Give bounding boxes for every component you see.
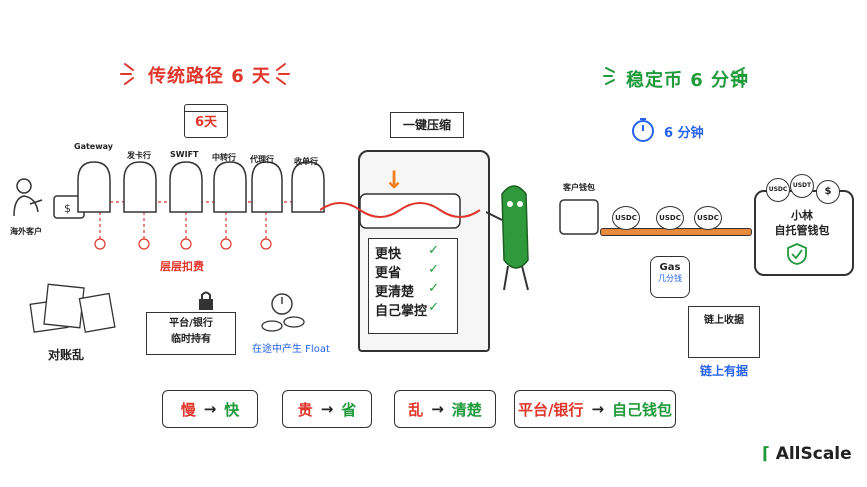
compression-rollers [320,193,481,229]
timer-label: 6 分钟 [664,126,704,141]
pill-messy-clear: 乱→清楚 [394,390,496,428]
node-intermediary-bank: 中转行 [212,153,236,162]
stopwatch-icon [632,118,654,142]
payment-path [77,161,325,250]
pickle-character [486,185,529,291]
down-arrow-icon: ↓ [384,166,405,194]
usdc-coin-1: USDC [612,206,640,230]
node-issuing-bank: 发卡行 [127,151,151,160]
benefit-clearer: 更清楚✓ [375,281,439,300]
svg-text:$: $ [64,202,71,215]
shield-check-icon [787,243,807,265]
receipt-label: 链上收据 [704,315,744,326]
fees-label: 层层扣费 [160,260,204,273]
wallet-coin-dollar: $ [816,180,840,204]
customer-label: 海外客户 [10,227,42,236]
usdc-coin-3: USDC [694,206,722,230]
brand-name: AllScale [775,444,852,464]
custody-type: 自托管钱包 [774,224,830,237]
benefit-cheaper: 更省✓ [375,262,439,281]
float-label: 在途中产生 Float [252,344,330,355]
stablecoin-title: 稳定币 6 分钟 [626,70,750,91]
onchain-receipt: 链上收据 [688,306,760,358]
onchain-proof-label: 链上有据 [700,364,749,378]
messy-papers-icon [29,283,116,333]
custody-name: 小林 [791,209,813,222]
platform-hold-box: 平台/银行 临时持有 [146,312,236,355]
title-sparks [120,63,290,85]
usdc-coin-2: USDC [656,206,684,230]
traditional-title: 传统路径 6 天 [148,66,272,87]
client-wallet-label: 客户钱包 [563,183,595,192]
hold-label-2: 临时持有 [171,334,211,345]
node-swift: SWIFT [170,150,199,159]
client-wallet-icon [559,199,599,235]
calendar-label: 6天 [194,115,218,130]
benefits-panel: 更快✓ 更省✓ 更清楚✓ 自己掌控✓ [368,238,458,334]
pill-expensive-cheap: 贵→省 [282,390,372,428]
gas-tag: Gas 几分钱 [650,256,690,298]
benefit-control: 自己掌控✓ [375,300,439,319]
wallet-coin-usdc: USDC [766,178,790,202]
gas-sub-label: 几分钱 [658,274,682,283]
stablecoin-title-sparks [603,67,747,85]
calendar-icon: 6天 [184,104,228,138]
gas-label: Gas [659,262,681,273]
wallet-coin-usdt: USDT [790,174,814,198]
brand-logo: ⌈ AllScale [762,444,852,464]
float-clock-icon [261,293,305,332]
reconcile-label: 对账乱 [48,348,85,362]
pill-slow-fast: 慢→快 [162,390,258,428]
benefit-faster: 更快✓ [375,243,439,262]
node-agent-bank: 代理行 [250,155,274,164]
node-gateway: Gateway [74,142,113,151]
pill-platform-self-wallet: 平台/银行→自己钱包 [514,390,676,428]
machine-sign: 一键压缩 [390,112,464,138]
custody-label: 小林 自托管钱包 [762,208,842,238]
lock-icon [199,291,213,310]
node-acquiring-bank: 收单行 [294,157,318,166]
hold-label-1: 平台/银行 [169,318,213,329]
self-custody-wallet [754,190,854,276]
customer-person-icon [13,178,43,217]
brand-mark: ⌈ [762,444,770,464]
